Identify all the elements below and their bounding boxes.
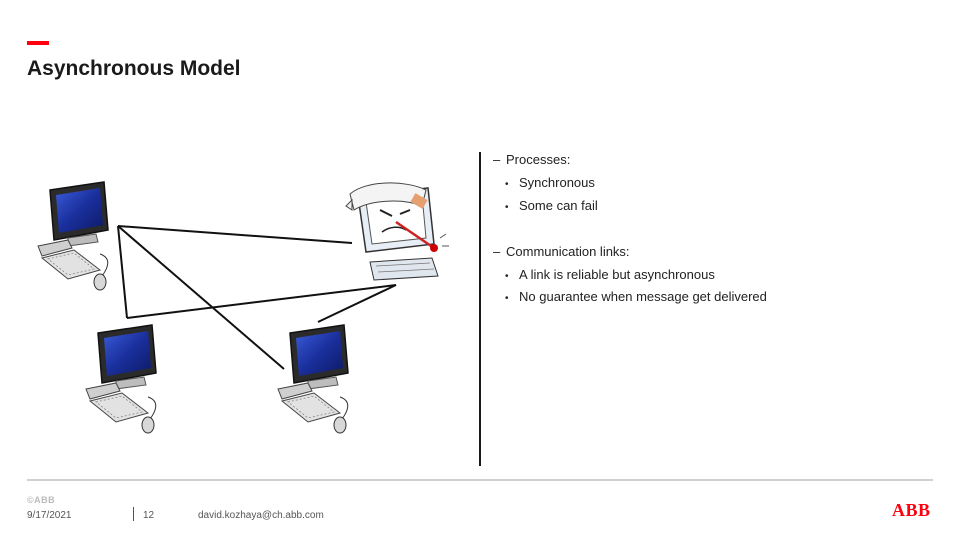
- bullet-dot-icon: •: [505, 179, 509, 190]
- computer-icon: [37, 181, 109, 291]
- bullet-dot-icon: •: [505, 202, 509, 213]
- bullet-processes: –Processes:: [493, 152, 570, 167]
- link-line: [117, 225, 353, 244]
- link-line: [126, 284, 397, 319]
- footer-date: 9/17/2021: [27, 510, 72, 521]
- link-line: [117, 225, 285, 370]
- bullet-dot-icon: •: [505, 271, 509, 282]
- bullet-text: Communication links:: [506, 244, 630, 259]
- footer-divider: [27, 479, 933, 481]
- bullet-text: Some can fail: [519, 198, 598, 213]
- link-line: [317, 284, 397, 323]
- dash-icon: –: [493, 152, 501, 167]
- bullet-dot-icon: •: [505, 293, 509, 304]
- accent-bar: [27, 41, 49, 45]
- footer-separator: [133, 507, 134, 521]
- divider-line: [479, 152, 481, 466]
- abb-logo: ABB: [892, 500, 931, 520]
- footer-small-logo: ©ABB: [27, 495, 56, 505]
- sub-bullet: • No guarantee when message get delivered: [505, 289, 767, 304]
- bullet-links: –Communication links:: [493, 244, 630, 259]
- computer-icon: [85, 324, 157, 434]
- bullet-text: Processes:: [506, 152, 571, 167]
- link-line: [117, 225, 128, 319]
- sub-bullet: • Synchronous: [505, 175, 595, 190]
- bullet-text: No guarantee when message get delivered: [519, 289, 767, 304]
- computer-icon: [277, 324, 349, 434]
- sub-bullet: • Some can fail: [505, 198, 598, 213]
- sub-bullet: • A link is reliable but asynchronous: [505, 267, 715, 282]
- dash-icon: –: [493, 244, 501, 259]
- page-number: 12: [143, 510, 155, 521]
- bullet-text: A link is reliable but asynchronous: [519, 267, 715, 282]
- footer-email: david.kozhaya@ch.abb.com: [198, 510, 324, 521]
- failed-computer-icon: [345, 182, 449, 281]
- bullet-text: Synchronous: [519, 175, 595, 190]
- slide-title: Asynchronous Model: [27, 57, 241, 80]
